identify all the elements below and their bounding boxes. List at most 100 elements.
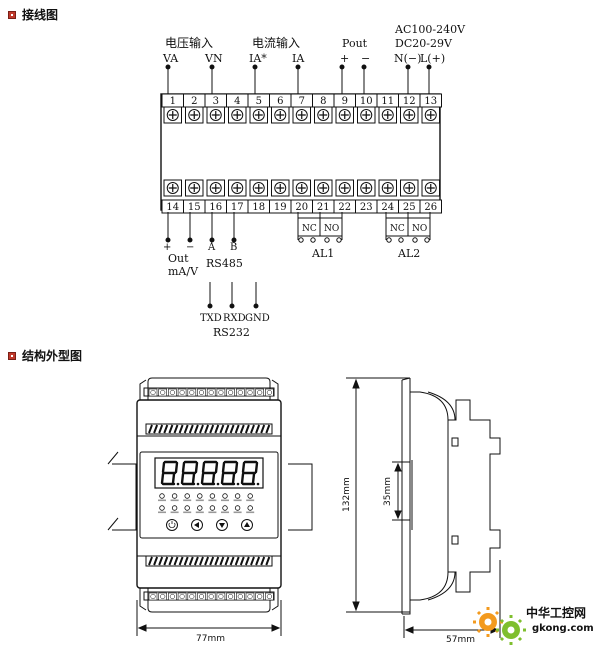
outline-section-title: 结构外型图 (22, 349, 83, 363)
vent-slot (239, 424, 245, 434)
vent-slot (229, 424, 235, 434)
led-caption-mark (208, 511, 217, 514)
tiny-terminal-screw (236, 388, 245, 397)
vent-slot (255, 424, 261, 434)
vent-slot (214, 424, 220, 434)
vent-slot (163, 556, 169, 566)
al1-relay (297, 212, 343, 243)
top-terminal-number: 5 (256, 96, 262, 107)
depth-label: 57mm (446, 635, 475, 645)
vent-slot (193, 556, 199, 566)
al1-nc-label: NC (302, 224, 317, 234)
top-terminal: 6 (269, 93, 292, 124)
up-button-icon (241, 519, 253, 531)
pout-label: Pout (342, 37, 368, 50)
vent-slot (183, 556, 189, 566)
vent-slot (209, 556, 215, 566)
vent-slot (250, 556, 255, 566)
vent-slot (148, 556, 153, 566)
led-caption-mark (158, 499, 166, 502)
bottom-terminal: 15 (183, 179, 206, 214)
bottom-terminal-number: 19 (274, 202, 287, 213)
vent-slot (188, 424, 194, 434)
front-top-terminal-numbers (148, 388, 274, 397)
al2-label: AL2 (397, 247, 420, 260)
tiny-terminal-screw (226, 592, 235, 601)
bottom-terminal-number: 23 (360, 202, 373, 213)
indicator-led-icon (247, 505, 253, 511)
led-caption-mark (195, 499, 204, 502)
tiny-terminal-screw (206, 388, 216, 397)
led-caption-mark (183, 499, 192, 502)
vent-slot (224, 556, 230, 566)
watermark-domain: gkong.com (532, 623, 594, 634)
wiring-section-title: 接线图 (22, 8, 59, 22)
gear-logo-icon (473, 607, 526, 645)
bottom-terminal-number: 16 (209, 202, 222, 213)
top-terminal: 12 (398, 93, 421, 124)
bottom-terminal: 25 (398, 179, 421, 214)
led-caption-mark (170, 511, 179, 514)
vent-frame (145, 423, 273, 435)
top-terminal: 7 (290, 93, 313, 124)
bottom-terminal-number: 22 (338, 202, 351, 213)
bottom-terminal: 22 (333, 179, 356, 214)
top-terminal-number: 13 (424, 96, 437, 107)
top-terminal-number: 10 (360, 96, 373, 107)
side-view (346, 377, 501, 638)
ac-supply-label: AC100-240V (394, 23, 466, 36)
section-bullet-icon (8, 351, 16, 360)
vent-slot (219, 424, 225, 434)
bottom-terminal: 20 (290, 179, 313, 214)
indicator-led-icon (209, 493, 216, 499)
top-terminal: 8 (312, 93, 335, 124)
bottom-terminal: 17 (226, 179, 249, 214)
vent-slot (178, 556, 184, 566)
vent-slot (234, 424, 240, 434)
tiny-terminal-screw (168, 388, 177, 397)
gnd-label: GND (245, 313, 270, 324)
vent-slot (255, 556, 261, 566)
l-plus-label: L(+) (420, 52, 445, 65)
vn-label: VN (204, 52, 223, 65)
front-panel-buttons (166, 519, 253, 531)
led-caption-mark (183, 511, 192, 514)
tiny-terminal-screw (197, 388, 206, 397)
led-caption-mark (233, 499, 242, 502)
bottom-terminal-number: 18 (252, 202, 265, 213)
top-terminal-number: 8 (320, 96, 326, 107)
vent-slot (244, 556, 250, 566)
indicator-led-icon (222, 505, 228, 511)
al2-no-label: NO (412, 224, 427, 234)
vent-slot (163, 424, 169, 434)
out-plus-label: + (163, 242, 171, 253)
vent-slot (260, 424, 266, 434)
rail-label: 35mm (383, 477, 393, 506)
tiny-terminal-screw (187, 388, 197, 397)
tiny-terminal-screw (255, 592, 264, 601)
rs232-label: RS232 (213, 326, 250, 339)
bottom-terminal: 23 (355, 179, 378, 214)
bottom-terminal: 24 (376, 179, 399, 214)
tiny-terminal-screw (148, 592, 158, 601)
tiny-terminal-screw (148, 388, 158, 397)
txd-label: TXD (200, 313, 222, 324)
pout-plus-label: + (340, 52, 349, 65)
top-terminal: 13 (419, 93, 442, 124)
n-minus-label: N(−) (394, 52, 421, 65)
left-button-icon (191, 519, 203, 531)
top-terminal: 3 (204, 93, 227, 124)
vent-slot (224, 424, 230, 434)
b-label: B (230, 242, 237, 253)
indicator-led-icon (184, 505, 190, 511)
bottom-terminal-number: 24 (381, 202, 394, 213)
led-caption-mark (221, 499, 229, 502)
bottom-terminal-number: 20 (295, 202, 308, 213)
vent-slot (229, 556, 235, 566)
top-terminal: 4 (226, 93, 249, 124)
vent-slot (244, 424, 250, 434)
led-caption-mark (246, 499, 255, 502)
seven-segment-digit (240, 460, 260, 486)
vent-slot (204, 424, 210, 434)
